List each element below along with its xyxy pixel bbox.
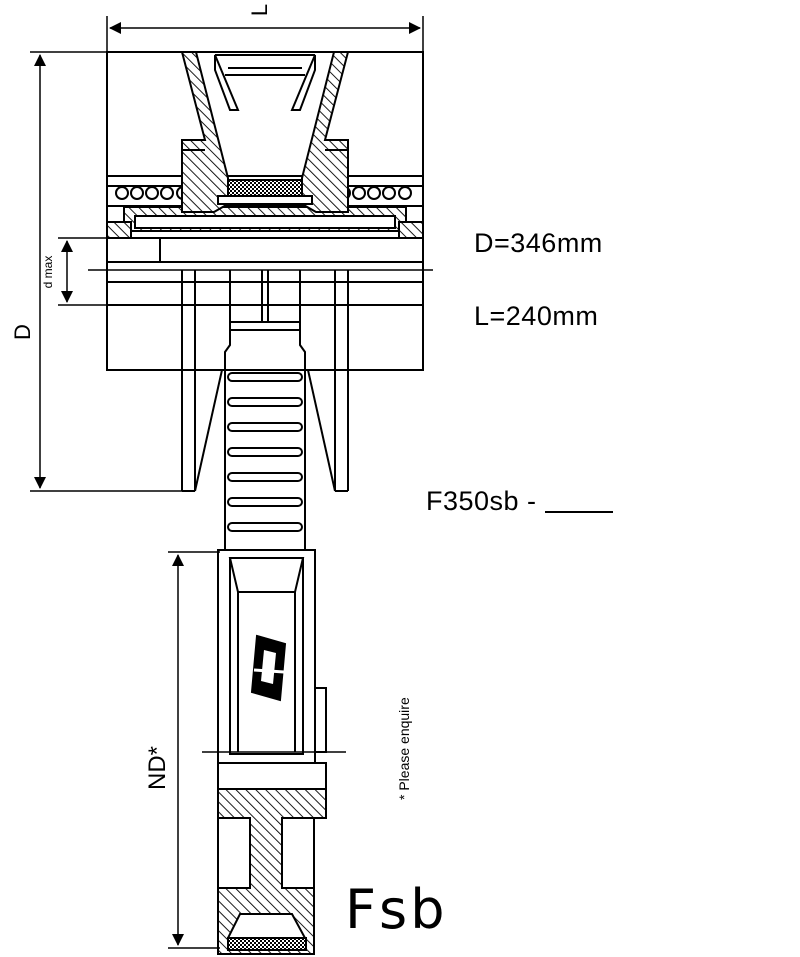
manufacturer-logo-icon [250, 634, 287, 702]
length-label: L [247, 4, 272, 16]
nominal-diameter-label: ND* [144, 746, 171, 790]
enquire-note: * Please enquire [396, 697, 412, 800]
dimension-length: L [106, 4, 424, 52]
dimension-bore-max: d max [41, 237, 232, 306]
upper-coupling-body [88, 51, 433, 371]
flanged-hub [217, 788, 327, 955]
bore-max-label: d max [41, 256, 55, 289]
model-prefix: F350sb - [426, 486, 545, 516]
spec-diameter: D=346mm [474, 228, 603, 258]
model-number: F350sb - [426, 486, 613, 517]
conical-housing [180, 51, 350, 213]
lower-shaft-adapter [202, 549, 346, 790]
dimension-diameter: D [10, 51, 190, 492]
series-label: Fsb [345, 878, 448, 941]
dimension-nominal-diameter: ND* [144, 551, 220, 949]
spec-length: L=240mm [474, 301, 599, 331]
diameter-label: D [10, 324, 35, 340]
flexible-bellows [181, 270, 349, 550]
model-suffix-blank [544, 489, 613, 513]
